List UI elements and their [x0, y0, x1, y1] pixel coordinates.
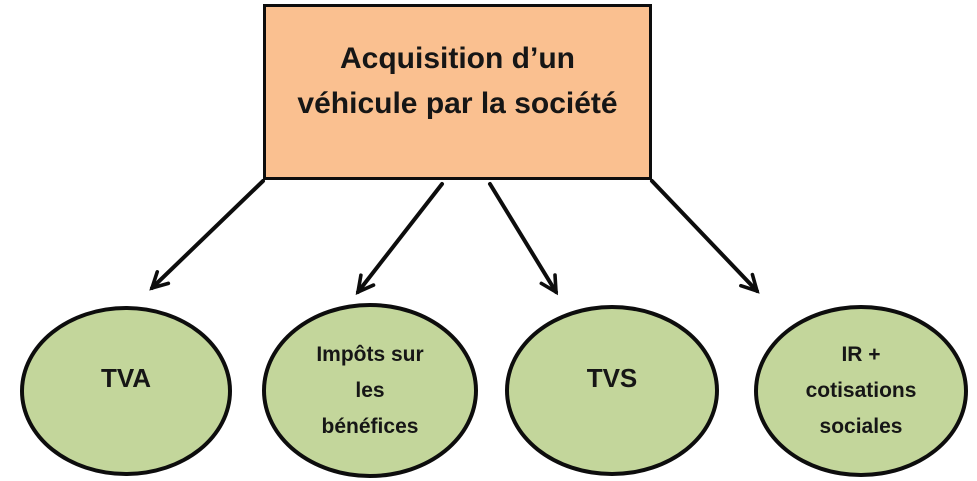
node-label-line: les [355, 378, 385, 402]
node-label-line: cotisations [805, 379, 917, 402]
node-tvs: TVS [505, 305, 719, 476]
node-impots-benefices-label: Impôts sur les bénéfices [316, 337, 423, 445]
root-label-line-1: Acquisition d’un [340, 42, 575, 75]
node-label-line: sociales [819, 415, 903, 438]
node-label-line: IR + [841, 343, 881, 366]
node-label-line: bénéfices [321, 414, 419, 438]
node-label-line: TVA [100, 363, 152, 393]
root-node-acquisition-vehicule: Acquisition d’un véhicule par la société [263, 4, 652, 180]
arrow-root-to-tvs [488, 182, 558, 296]
arrow-root-to-impots [355, 182, 444, 296]
node-ir-cotisations-sociales: IR + cotisations sociales [754, 305, 968, 477]
root-label-line-2: véhicule par la société [297, 87, 618, 120]
root-node-label: Acquisition d’un véhicule par la société [297, 36, 617, 126]
node-tvs-label: TVS [587, 364, 638, 392]
node-tva: TVA [20, 306, 232, 476]
node-tva-label: TVA [101, 364, 151, 392]
node-label-line: Impôts sur [316, 342, 424, 366]
arrow-root-to-tva [149, 179, 265, 291]
arrow-root-to-ir [650, 179, 760, 294]
node-impots-benefices: Impôts sur les bénéfices [262, 303, 478, 478]
node-label-line: TVS [586, 362, 638, 393]
node-ir-cotisations-sociales-label: IR + cotisations sociales [806, 337, 917, 445]
